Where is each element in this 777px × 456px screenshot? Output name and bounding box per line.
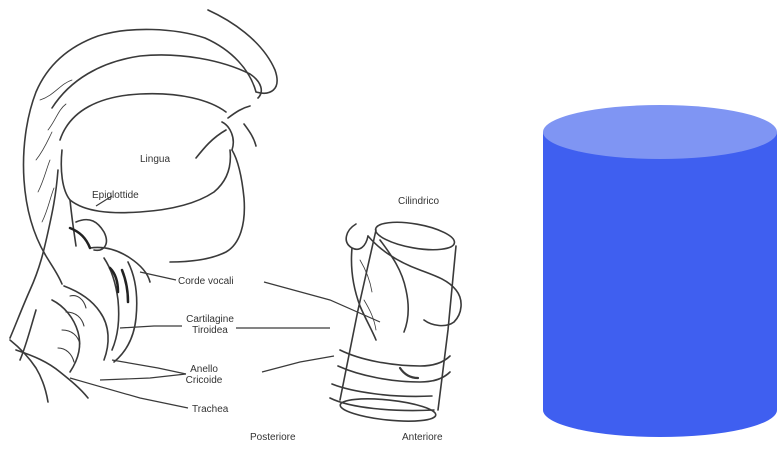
cylinder-body xyxy=(543,132,777,437)
label-anteriore: Anteriore xyxy=(402,432,443,443)
label-cartilagine-tiroidea: Cartilagine Tiroidea xyxy=(180,314,240,336)
label-epiglottide: Epiglottide xyxy=(92,190,139,201)
larynx-cylinder-drawing xyxy=(330,217,461,425)
label-corde-vocali: Corde vocali xyxy=(178,276,234,287)
label-cilindrico: Cilindrico xyxy=(398,196,439,207)
label-cartilagine: Cartilagine xyxy=(180,314,240,325)
blue-cylinder xyxy=(543,105,777,437)
label-trachea: Trachea xyxy=(192,404,228,415)
label-cricoide: Cricoide xyxy=(182,375,226,386)
label-tiroidea: Tiroidea xyxy=(180,325,240,336)
label-posteriore: Posteriore xyxy=(250,432,296,443)
head-section-drawing xyxy=(10,10,277,402)
label-anello-cricoide: Anello Cricoide xyxy=(182,364,226,386)
label-anello: Anello xyxy=(182,364,226,375)
cylinder-top xyxy=(543,105,777,159)
diagram-title xyxy=(250,0,480,10)
label-lingua: Lingua xyxy=(140,154,170,165)
